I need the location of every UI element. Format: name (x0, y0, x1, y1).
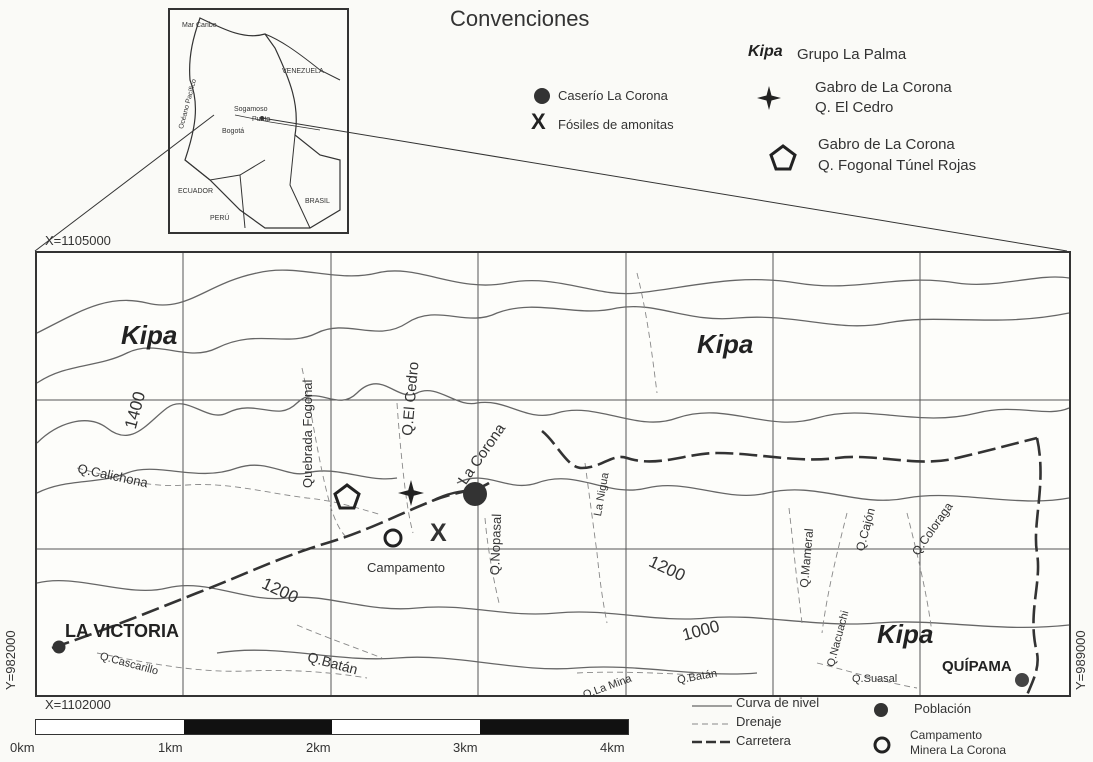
legend-campamento-line1: Campamento (910, 728, 983, 742)
town-label-la-victoria: LA VICTORIA (65, 621, 180, 641)
location-inset-map: Mar Caribe VENEZUELA Océano Pacífico Sog… (168, 8, 349, 234)
poblacion-dot-icon (874, 703, 888, 717)
legend-curva: Curva de nivel (736, 695, 820, 710)
legend-gabro2-line2: Q. Fogonal Túnel Rojas (818, 157, 977, 174)
inset-label-sogamoso: Sogamoso (234, 106, 268, 113)
scale-bar (35, 719, 629, 735)
legend-fosiles: Fósiles de amonitas (558, 117, 674, 132)
map-label-kipa-se: Kipa (877, 619, 934, 649)
stream-label-nopasal: Q.Nopasal (487, 513, 505, 576)
coord-y-left: Y=982000 (3, 630, 18, 690)
coord-x-top: X=1105000 (45, 233, 111, 248)
inset-label-peru: PERÚ (210, 215, 230, 222)
scale-label-4: 4km (600, 740, 625, 755)
scale-segment-3 (332, 720, 480, 734)
settlement-dot-icon (534, 88, 550, 104)
inset-outline (184, 17, 341, 229)
scale-label-3: 3km (453, 740, 478, 755)
legend-kipa-name: Grupo La Palma (797, 46, 907, 63)
scale-segment-1 (36, 720, 184, 734)
gabro-fogonal-pentagon (333, 483, 361, 510)
stream-label-suasal: Q.Suasal (852, 673, 898, 685)
gabro-star-icon (757, 86, 781, 110)
map-linework (37, 253, 1069, 695)
scale-label-2: 2km (306, 740, 331, 755)
campamento-legend-icon (873, 736, 891, 754)
gabro-el-cedro-star (398, 480, 424, 506)
coord-y-right: Y=989000 (1073, 630, 1088, 690)
inset-label-ecuador: ECUADOR (178, 188, 214, 195)
legend-gabro1-line2: Q. El Cedro (815, 99, 894, 116)
town-dot-quipama (1015, 673, 1029, 687)
legend-caserio: Caserío La Corona (558, 88, 668, 103)
inset-label-bogota: Bogotá (222, 128, 245, 135)
legend-gabro1-line1: Gabro de La Corona (815, 79, 952, 96)
bottom-legend-symbols (692, 705, 732, 744)
legend-poblacion: Población (914, 701, 972, 716)
legend-carretera: Carretera (736, 733, 791, 748)
town-dot-la-victoria (52, 640, 66, 654)
legend-drenaje: Drenaje (736, 714, 782, 729)
coord-x-bottom: X=1102000 (45, 697, 111, 712)
gabro-pentagon-icon (769, 144, 797, 171)
inset-label-brasil: BRASIL (305, 198, 330, 205)
map-label-kipa-nw: Kipa (121, 320, 178, 350)
fossil-x-marker: X (430, 519, 447, 547)
campamento-circle (383, 528, 403, 548)
stream-label-quebrada-fogonal: Quebrada Fogonal (300, 379, 315, 488)
town-label-quipama: QUÍPAMA (942, 658, 1012, 675)
scale-label-1: 1km (158, 740, 183, 755)
geologic-map: Kipa Kipa Kipa 1400 1200 1200 1000 Q.Cal… (35, 251, 1071, 697)
scale-segment-2 (184, 720, 332, 734)
scale-label-0: 0km (10, 740, 35, 755)
legend-gabro2-line1: Gabro de La Corona (818, 136, 955, 153)
caserio-la-corona-dot (463, 482, 487, 506)
scale-segment-4 (480, 720, 628, 734)
legend-campamento-line2: Minera La Corona (910, 743, 1007, 757)
map-label-kipa-ne: Kipa (697, 329, 754, 359)
inset-label-venezuela: VENEZUELA (282, 68, 324, 75)
camp-label: Campamento (367, 560, 446, 575)
inset-label-mar-caribe: Mar Caribe (182, 22, 217, 29)
fossil-x-icon: X (531, 109, 546, 134)
legend-title: Convenciones (450, 6, 590, 31)
legend-kipa-code: Kipa (748, 43, 783, 60)
